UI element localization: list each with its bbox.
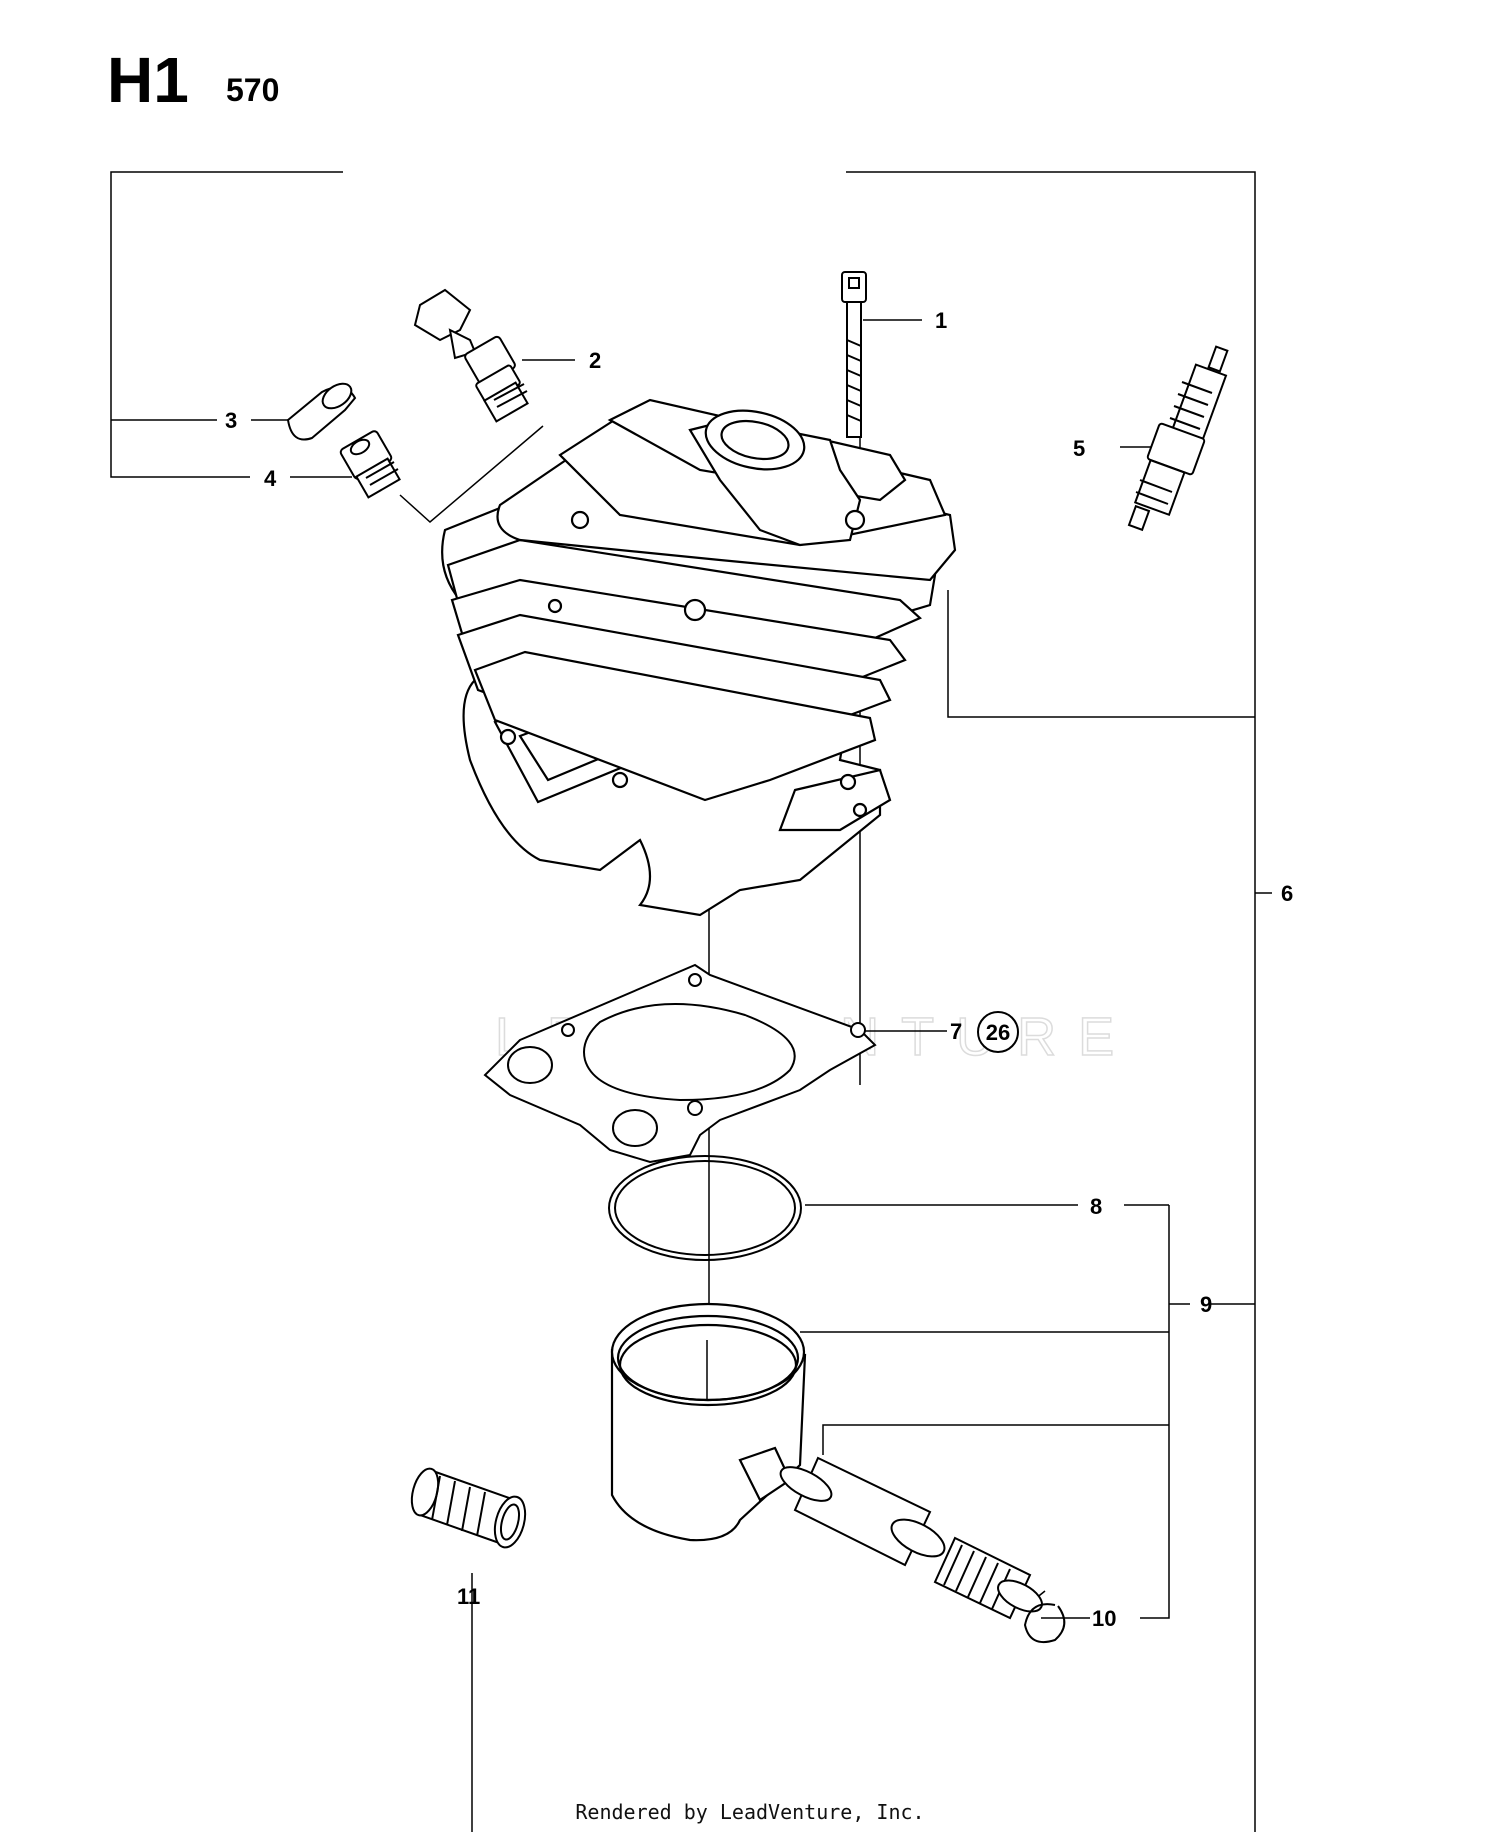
callout-4: 4: [264, 466, 277, 491]
callout-2: 2: [589, 348, 601, 373]
callout-11: 11: [457, 1584, 480, 1609]
piston-ring-part: [608, 1155, 802, 1261]
diagram-code: H1: [107, 44, 189, 116]
valve-body-part: [339, 430, 401, 499]
callout-10: 10: [1092, 1606, 1116, 1631]
footer-credit: Rendered by LeadVenture, Inc.: [575, 1800, 925, 1824]
bolt-part: [841, 271, 867, 438]
plug-cap-part: [286, 382, 357, 441]
model-number: 570: [226, 72, 280, 108]
pin-needle-bearing-part: [933, 1536, 1043, 1620]
cylinder-part: [441, 398, 957, 917]
reference-badge: 26: [977, 1011, 1019, 1053]
piston-pin-part: [779, 1456, 946, 1567]
spark-plug-part: [1127, 345, 1229, 532]
crank-needle-bearing-part: [410, 1467, 527, 1549]
circlip-part: [1023, 1603, 1066, 1644]
callout-5: 5: [1073, 436, 1085, 461]
callout-3: 3: [225, 408, 237, 433]
reference-badge-number: 26: [986, 1020, 1010, 1045]
base-gasket-part: [483, 963, 877, 1164]
callout-labels: 1 2 3 4 5 6 7 8 9 10 11: [225, 308, 1293, 1631]
bracket-lines: [110, 171, 1272, 1832]
callout-8: 8: [1090, 1194, 1102, 1219]
callout-7: 7: [950, 1019, 962, 1044]
decompression-valve-part: [413, 288, 529, 423]
callout-9: 9: [1200, 1292, 1212, 1317]
callout-6: 6: [1281, 881, 1293, 906]
piston-part: [610, 1302, 807, 1542]
callout-1: 1: [935, 308, 947, 333]
